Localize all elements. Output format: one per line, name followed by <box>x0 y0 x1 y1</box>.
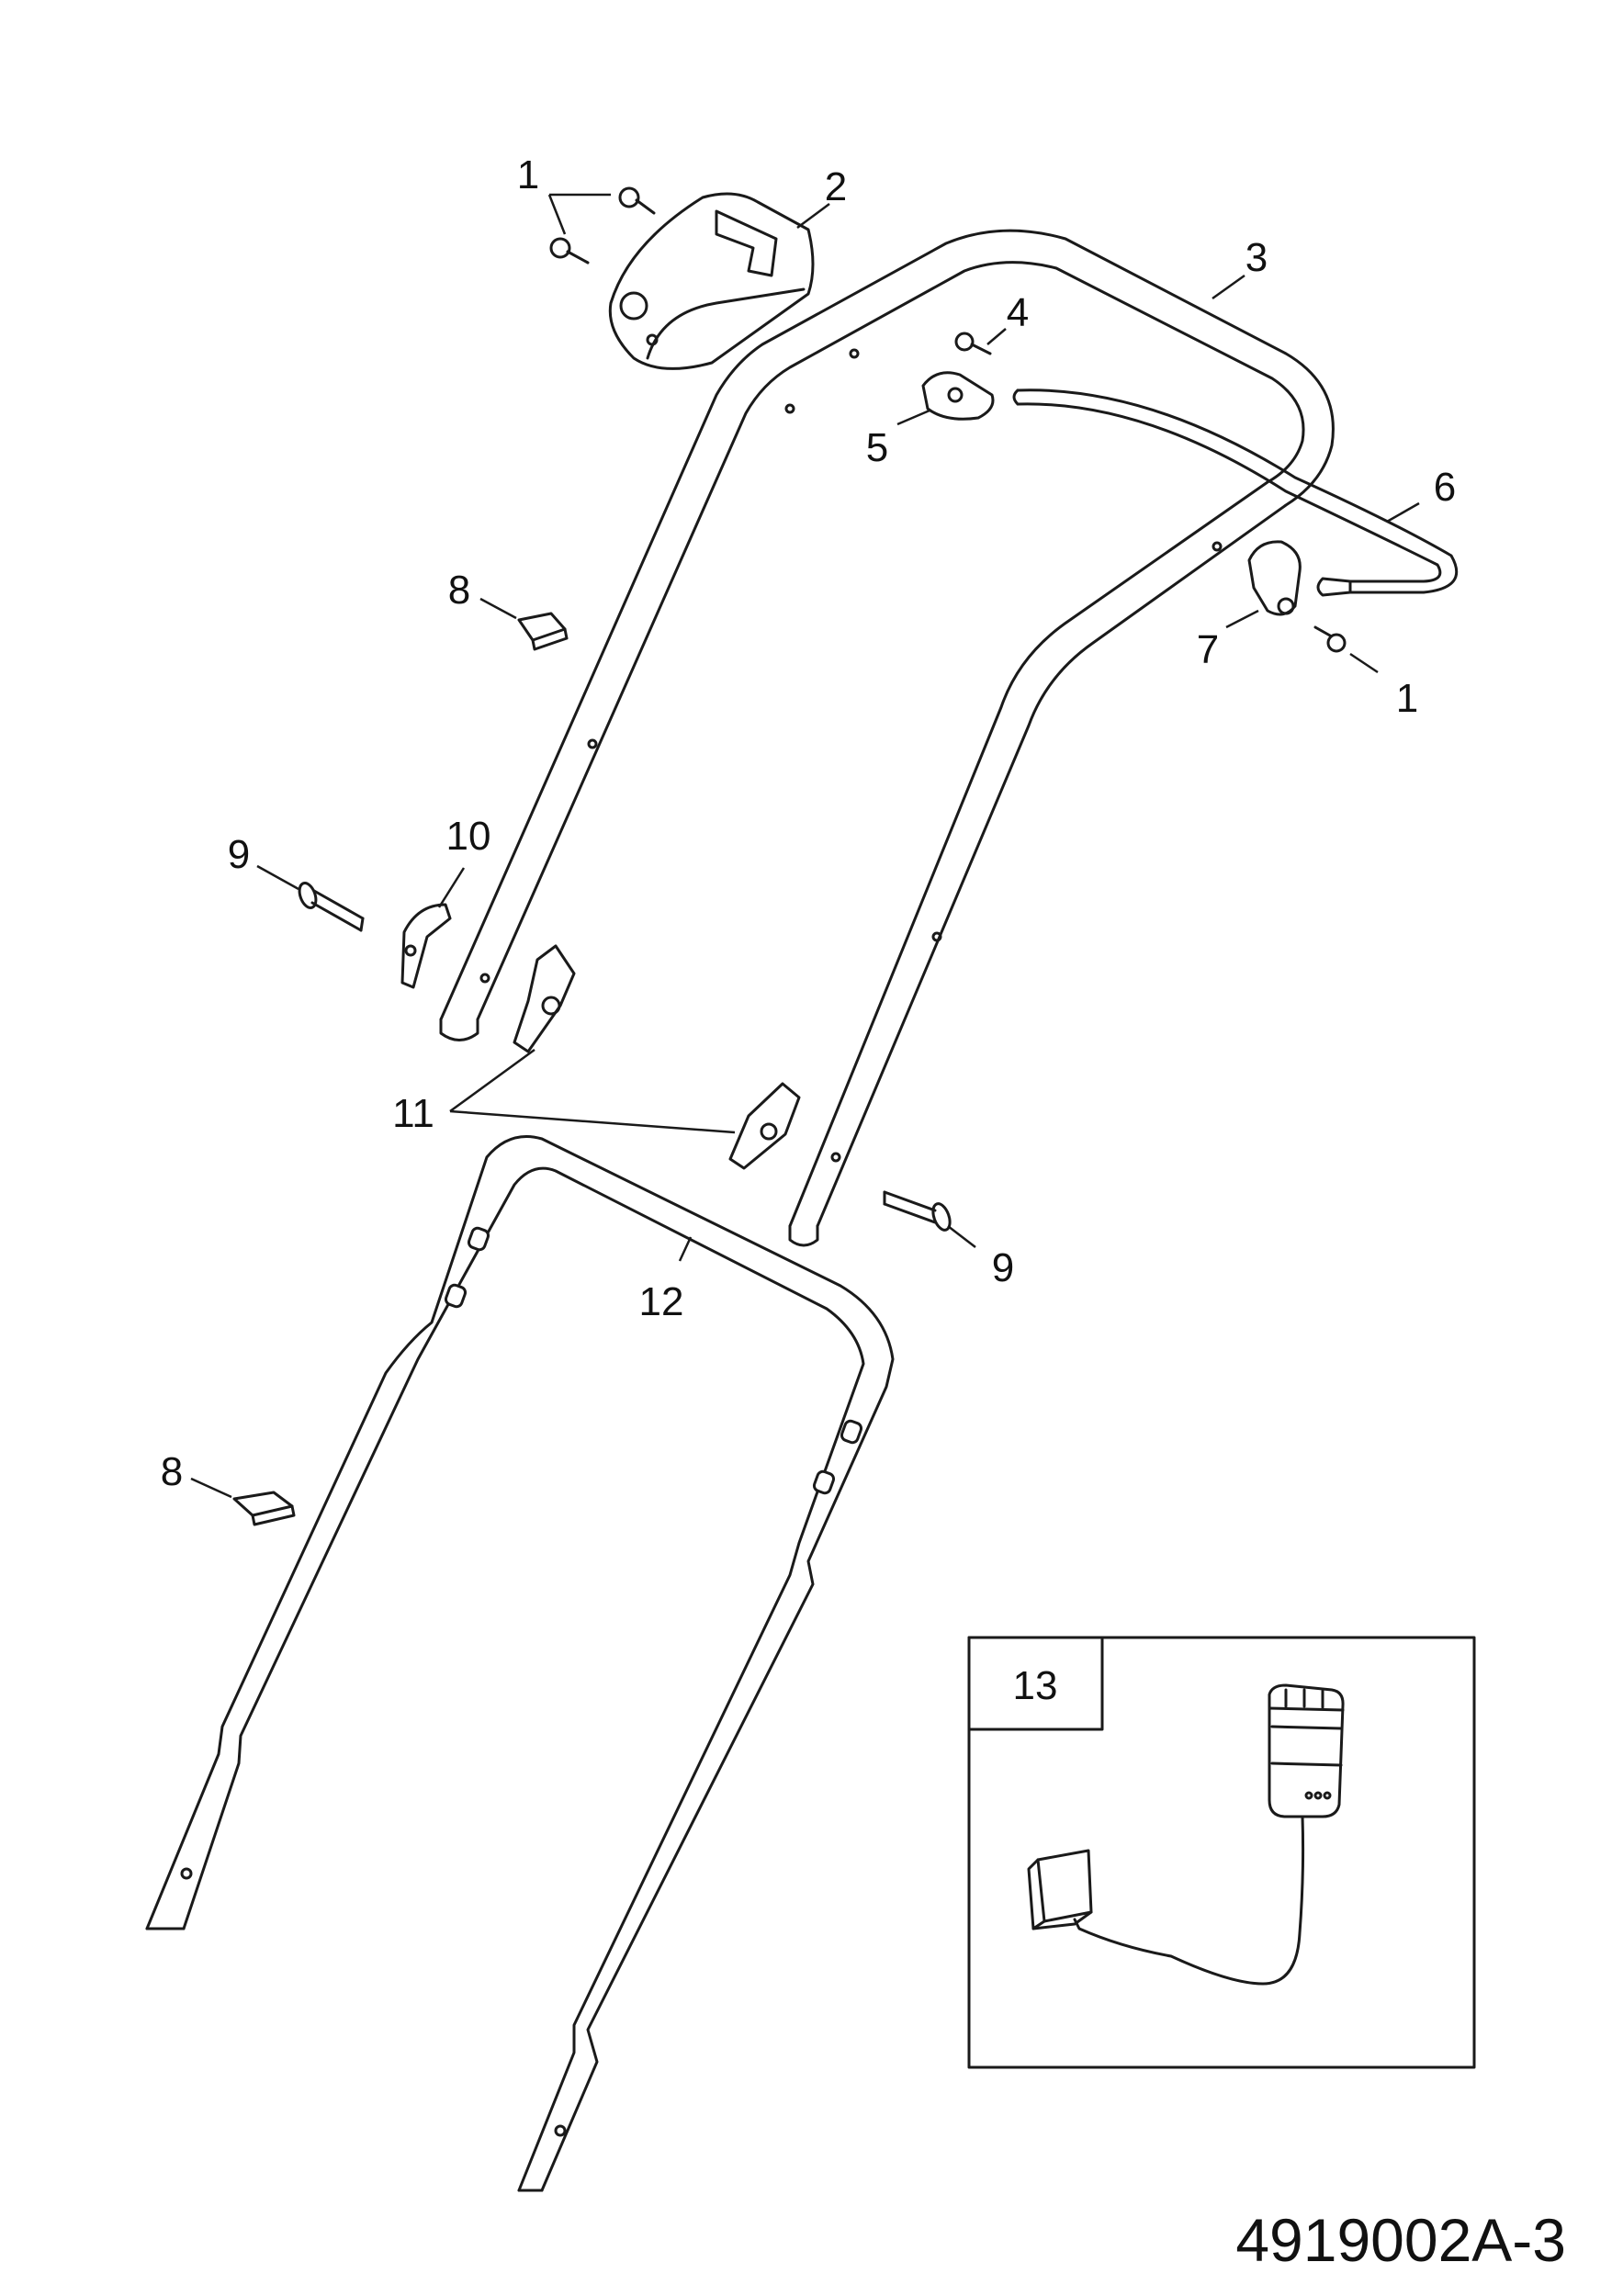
callout-1-top: 1 <box>517 152 539 197</box>
inset-box-part-13 <box>967 1636 1476 2069</box>
callout-8-lower: 8 <box>161 1449 183 1494</box>
clip-part-8-upper <box>517 612 569 651</box>
knob-part-11-upper <box>513 944 576 1053</box>
bolt-part-9-left <box>298 882 365 932</box>
callout-7: 7 <box>1197 627 1219 672</box>
cable-part-6 <box>1012 388 1459 597</box>
callout-4: 4 <box>1007 290 1029 335</box>
lower-handle-part-12 <box>145 1135 895 2192</box>
screw-part-1-c <box>1313 625 1347 653</box>
leader-lines <box>190 193 1420 1499</box>
bolt-part-9-right <box>883 1190 952 1232</box>
clip-part-8-lower <box>232 1491 296 1526</box>
charger-module-icon <box>1268 1683 1345 1818</box>
plug-icon <box>1027 1849 1093 1930</box>
upper-handle-part-3 <box>439 229 1335 1247</box>
callout-11: 11 <box>392 1091 434 1136</box>
clamp-part-7 <box>1247 540 1302 616</box>
callout-2: 2 <box>825 164 847 209</box>
callout-labels: 1 2 3 4 5 6 7 1 8 9 10 11 9 12 8 13 <box>161 152 1456 1708</box>
callout-6: 6 <box>1434 465 1456 510</box>
callout-9-right: 9 <box>992 1245 1014 1290</box>
callout-1-right: 1 <box>1396 676 1418 721</box>
callout-13: 13 <box>1013 1663 1058 1708</box>
callout-12: 12 <box>639 1279 684 1324</box>
screw-part-4 <box>954 332 992 355</box>
drawing-number: 4919002A-3 <box>1235 2206 1566 2274</box>
callout-8-upper: 8 <box>448 568 470 613</box>
screw-part-1-a <box>618 186 656 215</box>
bracket-part-10 <box>400 903 452 989</box>
callout-9-left: 9 <box>228 832 250 877</box>
callout-5: 5 <box>866 425 888 470</box>
callout-10: 10 <box>446 814 491 859</box>
screw-part-1-b <box>549 237 590 264</box>
callout-3: 3 <box>1245 235 1268 280</box>
knob-part-11-lower <box>728 1082 801 1170</box>
console-housing-part-2 <box>608 192 815 370</box>
cam-part-5 <box>921 371 995 421</box>
